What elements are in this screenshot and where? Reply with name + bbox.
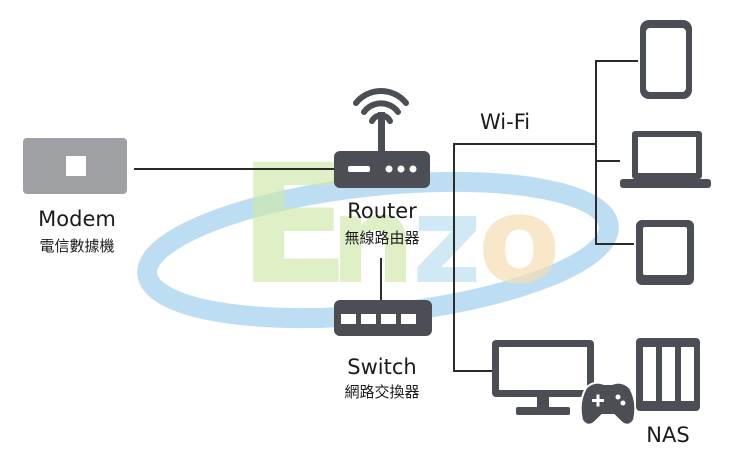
nas-icon (636, 338, 700, 411)
wifi-bracket-line (453, 143, 498, 372)
router-icon (334, 112, 430, 188)
router-label-zh: 無線路由器 (344, 229, 420, 247)
switch-label-zh: 網路交換器 (344, 383, 420, 401)
connection-lines (134, 60, 638, 372)
switch-icon (334, 300, 432, 336)
monitor-icon (492, 340, 594, 415)
nas-label: NAS (646, 423, 690, 447)
switch-label: Switch (347, 355, 417, 379)
phone-icon (640, 20, 692, 99)
watermark-letter-o: o (478, 172, 560, 311)
modem-label: Modem (38, 207, 116, 231)
modem-label-zh: 電信數據機 (39, 237, 115, 255)
watermark-letter-z: z (412, 172, 482, 311)
router-label: Router (347, 199, 417, 223)
wifi-label: Wi-Fi (480, 110, 531, 134)
modem-icon (23, 138, 127, 194)
device-branch-line (595, 60, 638, 245)
gamepad-icon (579, 381, 637, 426)
watermark-letter-e: E (238, 129, 351, 321)
laptop-icon (620, 131, 711, 188)
watermark-letter-n: n (330, 172, 415, 311)
tablet-icon (636, 220, 694, 285)
watermark-logo: E n z o (238, 129, 560, 321)
